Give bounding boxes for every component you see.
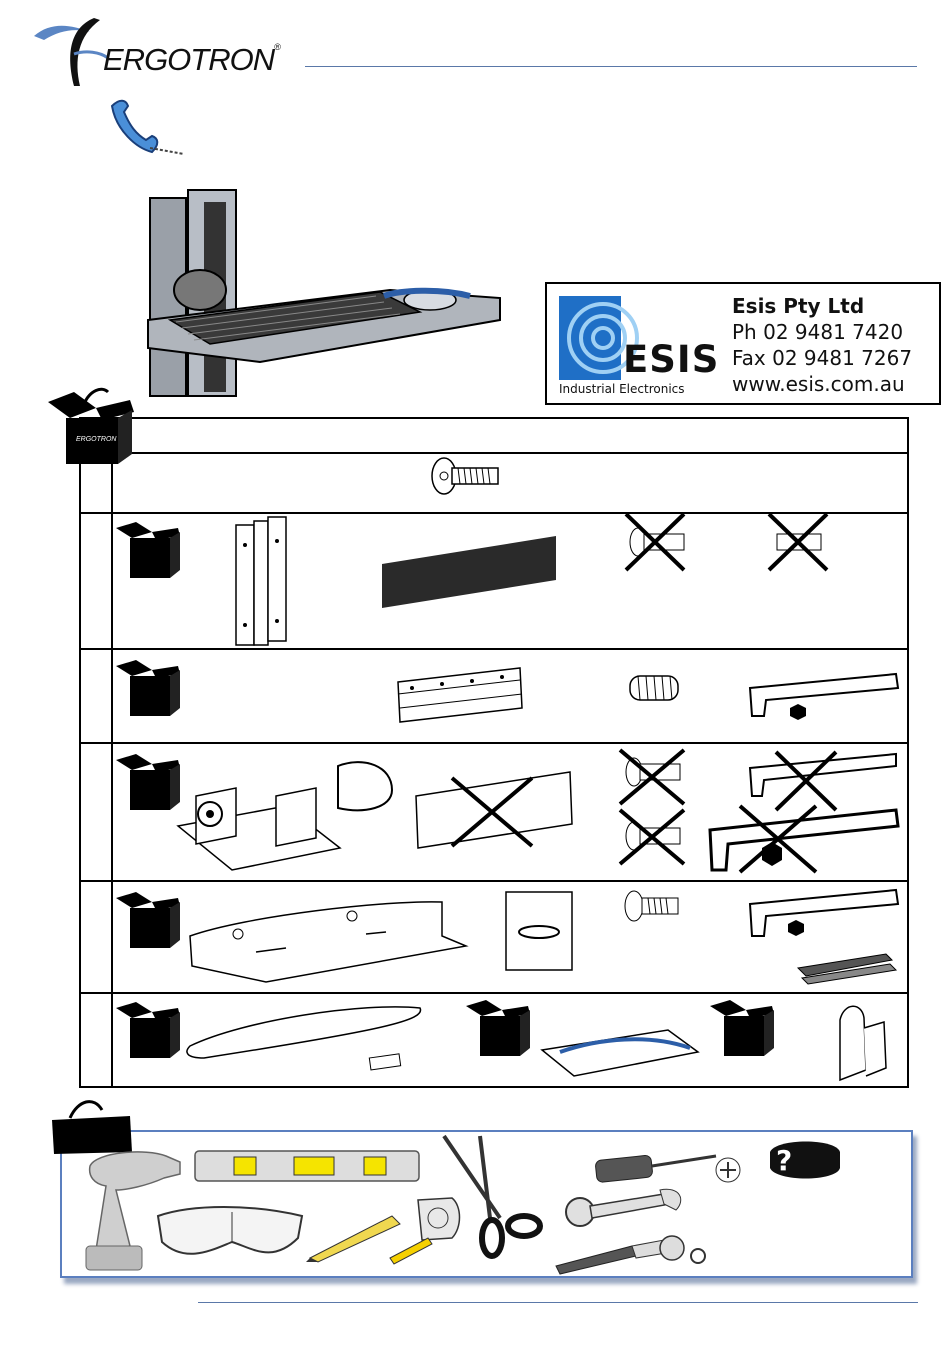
- keyboard-arm-product-illustration: [140, 180, 510, 400]
- esis-logo-subtitle: Industrial Electronics: [559, 382, 685, 396]
- keyboard-tray: [186, 896, 472, 986]
- screw-crossed-out: [620, 512, 690, 572]
- footer-rule: [198, 1302, 918, 1303]
- mouse-holder: [830, 1000, 890, 1086]
- parts-box-label: ERGOTRON: [76, 436, 116, 443]
- hex-key: [746, 668, 902, 724]
- pan-head-screw: [622, 888, 682, 924]
- brand-name: ERGOTRON®: [103, 42, 280, 78]
- pivot-mechanism: [176, 766, 342, 874]
- dealer-website: www.esis.com.au: [732, 371, 912, 397]
- box-icon-row6a: [116, 998, 184, 1060]
- box-icon-row3: [116, 656, 184, 718]
- ergotron-swoosh-logo: [30, 14, 110, 90]
- end-cap: [334, 756, 396, 816]
- box-icon-row4: [116, 750, 184, 812]
- spirit-level-icon: [194, 1150, 420, 1182]
- dealer-contact: Esis Pty Ltd Ph 02 9481 7420 Fax 02 9481…: [732, 293, 912, 397]
- screwdriver-icon: [592, 1144, 752, 1186]
- screws-crossed-out: [614, 748, 690, 866]
- combination-wrench-icon: [560, 1186, 688, 1230]
- button-head-screw: [430, 456, 502, 496]
- wrist-rest: [184, 1000, 426, 1072]
- set-screw: [626, 672, 682, 704]
- wall-rail-bracket: [230, 515, 290, 647]
- parts-box-icon: [46, 382, 136, 466]
- mouse-pad: [540, 1028, 700, 1078]
- box-icon-row6c: [710, 996, 778, 1058]
- esis-logo-word: ESIS: [623, 338, 719, 381]
- allen-key-question-icon: ?: [766, 1138, 844, 1182]
- phone-icon: [106, 96, 188, 162]
- clip-crossed-out: [765, 512, 831, 572]
- plate-crossed-out: [412, 768, 576, 854]
- safety-goggles-icon: [152, 1198, 312, 1270]
- box-icon-row5: [116, 888, 184, 950]
- dealer-company: Esis Pty Ltd: [732, 293, 912, 319]
- esis-logo-mark: [559, 296, 621, 380]
- hex-key-row5: [746, 884, 902, 988]
- hex-keys-crossed-out: [706, 748, 902, 878]
- svg-text:?: ?: [776, 1144, 792, 1177]
- strap-bag: [504, 890, 574, 972]
- box-icon-row2: [116, 518, 184, 580]
- socket-wrench-icon: [552, 1226, 708, 1274]
- mounting-plate: [392, 664, 526, 726]
- black-cover-strip: [382, 536, 558, 610]
- dealer-stamp: ESIS Industrial Electronics Esis Pty Ltd…: [545, 282, 941, 405]
- scissors-icon: [440, 1134, 546, 1260]
- dealer-fax: Fax 02 9481 7267: [732, 345, 912, 371]
- dealer-phone: Ph 02 9481 7420: [732, 319, 912, 345]
- header-rule: [305, 66, 917, 67]
- box-icon-row6b: [466, 996, 534, 1058]
